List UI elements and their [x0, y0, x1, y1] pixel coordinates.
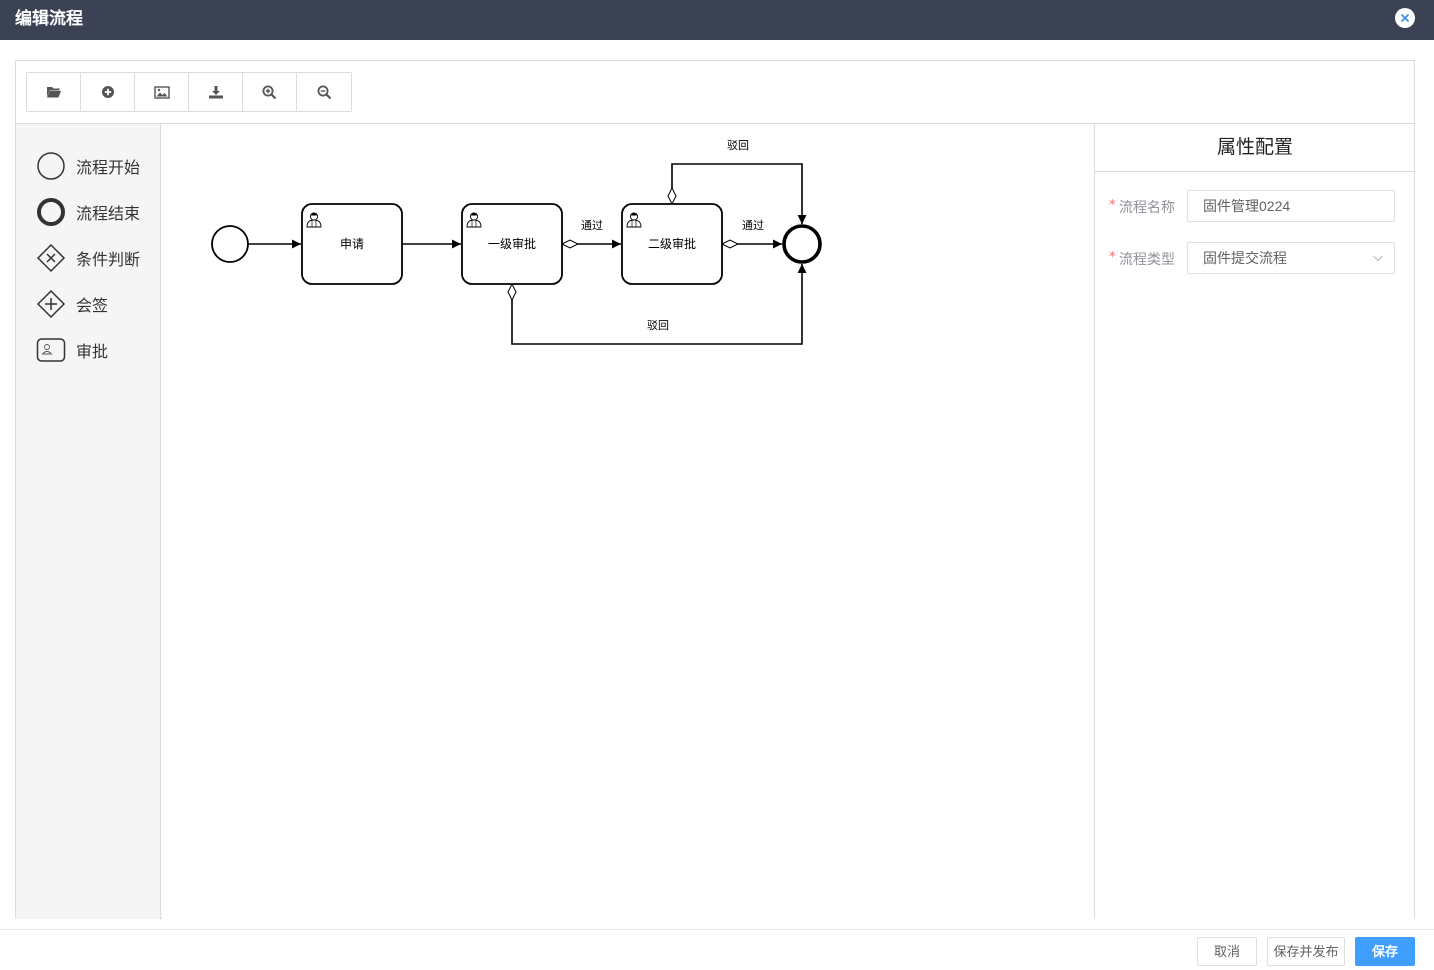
process-name-label: 流程名称 [1119, 199, 1175, 215]
palette-item-label: 流程结束 [76, 206, 141, 223]
task-level2[interactable]: 二级审批 [621, 203, 723, 285]
process-type-select[interactable]: 固件提交流程 [1187, 242, 1395, 274]
dialog-title: 编辑流程 [15, 9, 83, 29]
start-event[interactable] [211, 225, 249, 263]
end-event[interactable] [782, 224, 822, 264]
palette-item-end[interactable]: 流程结束 [36, 196, 156, 228]
start-event-icon [36, 151, 66, 181]
zoom-out-button[interactable] [297, 73, 351, 111]
required-mark: * [1109, 198, 1116, 213]
process-type-value: 固件提交流程 [1203, 250, 1287, 266]
flow-level2-end-reject[interactable] [671, 163, 807, 224]
process-type-row: * 流程类型 固件提交流程 [1109, 242, 1399, 274]
download-icon [208, 86, 223, 99]
required-mark: * [1109, 250, 1116, 265]
element-palette: 流程开始 流程结束 条件判断 会签 审批 [16, 124, 161, 919]
palette-item-approval[interactable]: 审批 [36, 334, 156, 366]
save-and-publish-button[interactable]: 保存并发布 [1267, 937, 1345, 966]
close-icon[interactable] [1395, 8, 1415, 28]
download-button[interactable] [189, 73, 243, 111]
properties-title: 属性配置 [1095, 124, 1415, 172]
new-process-button[interactable] [81, 73, 135, 111]
task-label: 一级审批 [488, 236, 536, 251]
palette-item-countersign[interactable]: 会签 [36, 288, 156, 320]
parallel-gateway-icon [36, 289, 66, 319]
process-name-row: * 流程名称 固件管理0224 [1109, 190, 1399, 222]
flow-label: 驳回 [727, 139, 749, 152]
cancel-button[interactable]: 取消 [1197, 937, 1257, 966]
process-editor: 流程开始 流程结束 条件判断 会签 审批 [15, 60, 1415, 919]
footer-divider [0, 929, 1434, 930]
open-file-button[interactable] [27, 73, 81, 111]
task-label: 二级审批 [648, 236, 696, 251]
export-image-button[interactable] [135, 73, 189, 111]
dialog-header: 编辑流程 [0, 0, 1434, 40]
condition-marker [507, 282, 517, 302]
condition-marker [667, 186, 677, 206]
flow-label: 通过 [742, 219, 764, 232]
task-label: 申请 [340, 237, 364, 251]
exclusive-gateway-icon [36, 243, 66, 273]
diagram-canvas[interactable]: 申请 一级审批 二级审批 通过 通过 驳回 驳回 [162, 124, 1094, 919]
toolbar-divider [16, 123, 1414, 124]
plus-circle-icon [101, 86, 114, 98]
process-name-input[interactable]: 固件管理0224 [1187, 190, 1395, 222]
properties-panel: 属性配置 * 流程名称 固件管理0224 * 流程类型 固件提交流程 [1094, 124, 1415, 919]
zoom-in-icon [262, 85, 277, 99]
task-level1[interactable]: 一级审批 [461, 203, 563, 285]
palette-item-label: 流程开始 [76, 160, 141, 177]
flow-label: 通过 [581, 219, 603, 232]
image-icon [153, 85, 170, 99]
chevron-down-icon [1373, 255, 1383, 262]
palette-item-label: 审批 [76, 344, 109, 361]
palette-item-label: 会签 [76, 298, 109, 315]
condition-marker [720, 239, 740, 249]
palette-item-condition[interactable]: 条件判断 [36, 242, 156, 274]
folder-open-icon [46, 87, 61, 98]
zoom-in-button[interactable] [243, 73, 297, 111]
palette-item-label: 条件判断 [76, 252, 141, 269]
task-apply[interactable]: 申请 [301, 203, 403, 285]
editor-toolbar [26, 72, 352, 112]
palette-item-start[interactable]: 流程开始 [36, 150, 156, 182]
save-button[interactable]: 保存 [1355, 937, 1415, 966]
zoom-out-icon [317, 85, 331, 99]
flow-level1-end-reject[interactable] [511, 264, 807, 345]
flow-label: 驳回 [647, 319, 669, 332]
end-event-icon [36, 197, 66, 227]
condition-marker [560, 239, 580, 249]
user-task-icon [36, 335, 66, 365]
process-type-label: 流程类型 [1119, 251, 1175, 267]
